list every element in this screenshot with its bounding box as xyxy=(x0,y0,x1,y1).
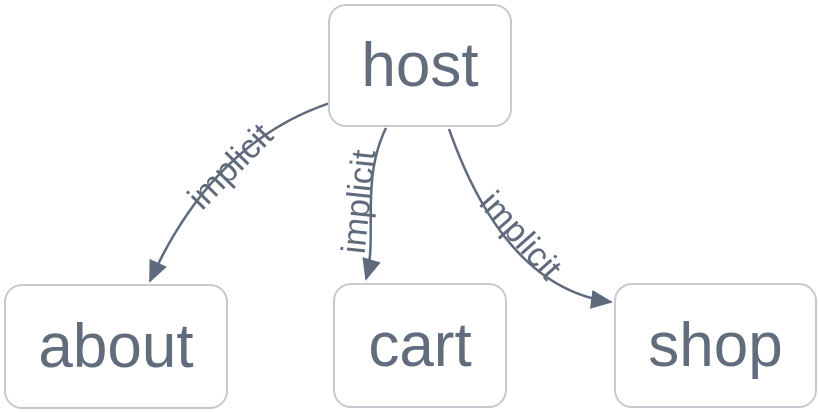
edge-label-host-about: implicit xyxy=(181,116,281,217)
edge-host-cart xyxy=(362,127,388,281)
node-host-label: host xyxy=(361,30,479,100)
edge-label-host-cart: implicit xyxy=(335,148,384,256)
edge-label-host-shop: implicit xyxy=(472,184,570,287)
edge-host-about xyxy=(148,101,331,283)
node-shop-label: shop xyxy=(648,310,783,380)
node-cart-label: cart xyxy=(368,310,472,380)
node-host[interactable]: host xyxy=(328,4,512,127)
node-about-label: about xyxy=(38,311,194,381)
edge-host-shop xyxy=(447,128,613,309)
node-cart[interactable]: cart xyxy=(333,283,507,408)
node-shop[interactable]: shop xyxy=(614,283,817,408)
node-about[interactable]: about xyxy=(4,284,228,409)
